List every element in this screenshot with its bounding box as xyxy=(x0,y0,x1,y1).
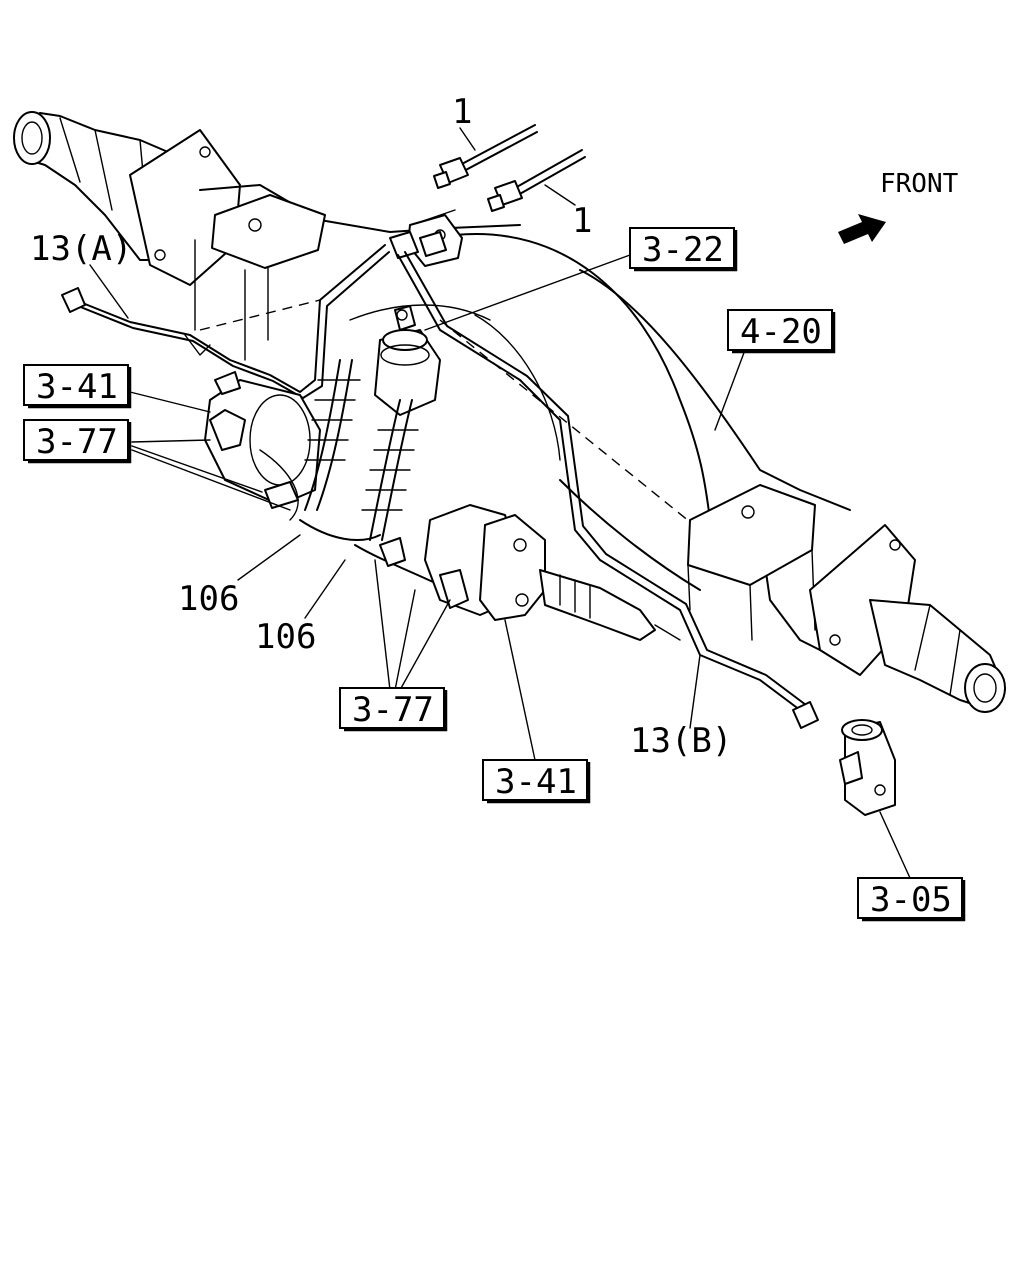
callout-1-upper: 1 xyxy=(452,92,472,132)
ref-3-77-left-text: 3-77 xyxy=(36,422,118,462)
callout-13b: 13(B) xyxy=(630,721,732,761)
ref-box-4-20: 4-20 xyxy=(727,309,836,354)
callout-106-a: 106 xyxy=(178,579,239,619)
ref-4-20-text: 4-20 xyxy=(740,312,822,352)
ref-box-3-77-left: 3-77 xyxy=(23,419,132,464)
left-brake-chamber-3-41 xyxy=(204,371,321,521)
front-label: FRONT xyxy=(880,169,959,199)
right-brake-chamber-3-41 xyxy=(379,504,656,641)
brake-hose-106-left xyxy=(304,359,361,511)
rear-axle-housing xyxy=(13,111,1006,713)
brake-pipe-1-upper xyxy=(433,124,538,189)
wheel-cylinder-3-05 xyxy=(839,719,896,816)
ref-box-3-41-bottom: 3-41 xyxy=(482,759,591,804)
ref-3-77-bottom-text: 3-77 xyxy=(352,690,434,730)
ref-box-3-22: 3-22 xyxy=(629,227,738,272)
ref-box-3-41-left: 3-41 xyxy=(23,364,132,409)
brake-hose-106-right xyxy=(299,399,451,591)
ref-3-22-text: 3-22 xyxy=(642,230,724,270)
brake-pipe-1-lower xyxy=(487,149,586,212)
callout-13a: 13(A) xyxy=(30,229,132,269)
callout-1-lower: 1 xyxy=(572,201,592,241)
brake-pipe-13a xyxy=(61,244,390,399)
brake-pipe-13b xyxy=(397,251,819,729)
ref-3-41-bottom-text: 3-41 xyxy=(495,762,577,802)
pipe-union-block xyxy=(389,214,463,267)
ref-3-41-left-text: 3-41 xyxy=(36,367,118,407)
front-direction-arrow-icon xyxy=(838,214,886,244)
ref-box-3-05: 3-05 xyxy=(857,877,966,922)
relay-valve-3-22 xyxy=(374,305,441,416)
callout-106-b: 106 xyxy=(255,617,316,657)
leader-lines xyxy=(89,127,911,879)
ref-3-05-text: 3-05 xyxy=(870,880,952,920)
ref-box-3-77-bottom: 3-77 xyxy=(339,687,448,732)
